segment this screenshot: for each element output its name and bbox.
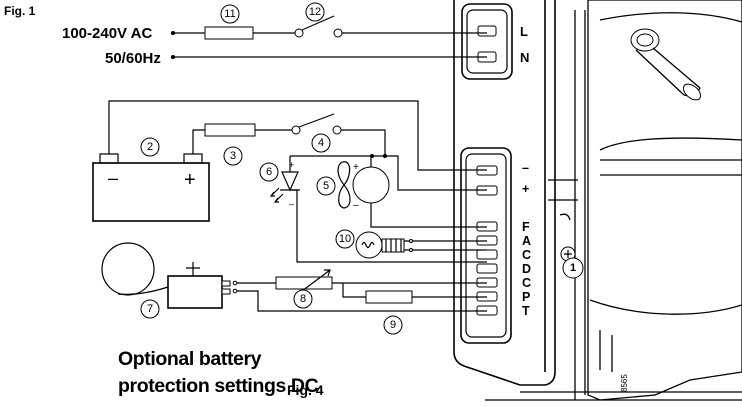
component-number-1-label: 1 <box>570 262 576 274</box>
component-number-1 <box>562 257 584 279</box>
terminal-label-d: D <box>522 262 531 276</box>
dc-connector <box>460 147 512 344</box>
terminal-label-c: C <box>522 248 531 262</box>
component-number-4: 4 <box>318 137 324 149</box>
component-number-11: 11 <box>224 8 235 20</box>
component-number-2: 2 <box>147 141 153 153</box>
terminal-label-plus: + <box>522 182 529 196</box>
switch-12-icon <box>294 28 304 38</box>
ac-voltage-label: 100-240V AC <box>62 25 152 42</box>
component-number-9: 9 <box>390 319 396 331</box>
battery-wiring <box>108 100 487 191</box>
terminal-label-l: L <box>520 24 528 39</box>
terminal-label-a: A <box>522 234 531 248</box>
section-title-line-1: Optional battery <box>118 348 262 370</box>
fig1-label: Fig. 1 <box>4 4 36 18</box>
terminal-label-p: P <box>522 290 530 304</box>
component-number-10: 10 <box>339 233 351 245</box>
component-number-5: 5 <box>323 180 329 192</box>
lamp-icon <box>355 231 487 259</box>
ac-connector <box>461 3 513 80</box>
resistor-9-icon <box>365 290 413 304</box>
led-minus-mark: – <box>289 199 294 209</box>
fan-motor-icon <box>337 156 487 228</box>
component-number-8: 8 <box>300 293 306 305</box>
component-number-7: 7 <box>147 303 153 315</box>
fuse-3-icon <box>204 123 256 137</box>
led-diode-icon <box>269 156 487 263</box>
fig4-label: Fig. 4 <box>287 382 324 398</box>
nozzle-icon <box>630 28 702 101</box>
component-number-3: 3 <box>230 150 236 162</box>
section-title-line-2: protection settings DC <box>118 375 319 397</box>
led-plus-mark: + <box>289 160 294 170</box>
fuse-11-icon <box>204 26 254 40</box>
terminal-label-t: T <box>522 304 530 318</box>
component-number-12: 12 <box>309 6 321 18</box>
terminal-label-n: N <box>520 50 529 65</box>
battery-plus-symbol: + <box>184 169 196 191</box>
electronic-unit <box>453 0 556 386</box>
fan-plus-mark: + <box>353 162 359 173</box>
thermostat-icon <box>101 242 238 309</box>
switch-4-icon <box>291 125 301 135</box>
resistor-8-icon <box>275 276 333 290</box>
fan-minus-mark: – <box>353 200 359 211</box>
section-title: Optional battery protection settings DC <box>118 346 319 400</box>
terminal-label-minus: – <box>522 161 529 175</box>
terminal-label-c2: C <box>522 276 531 290</box>
thermostat-wiring <box>237 269 487 312</box>
ac-frequency-label: 50/60Hz <box>105 50 161 67</box>
battery-icon <box>92 153 210 222</box>
compressor-housing: 1 <box>485 0 742 401</box>
drawing-number: 8565 <box>620 374 629 392</box>
battery-minus-symbol: – <box>108 168 118 188</box>
terminal-label-f: F <box>522 220 530 234</box>
ac-wiring <box>175 15 487 58</box>
component-number-6: 6 <box>266 166 272 178</box>
